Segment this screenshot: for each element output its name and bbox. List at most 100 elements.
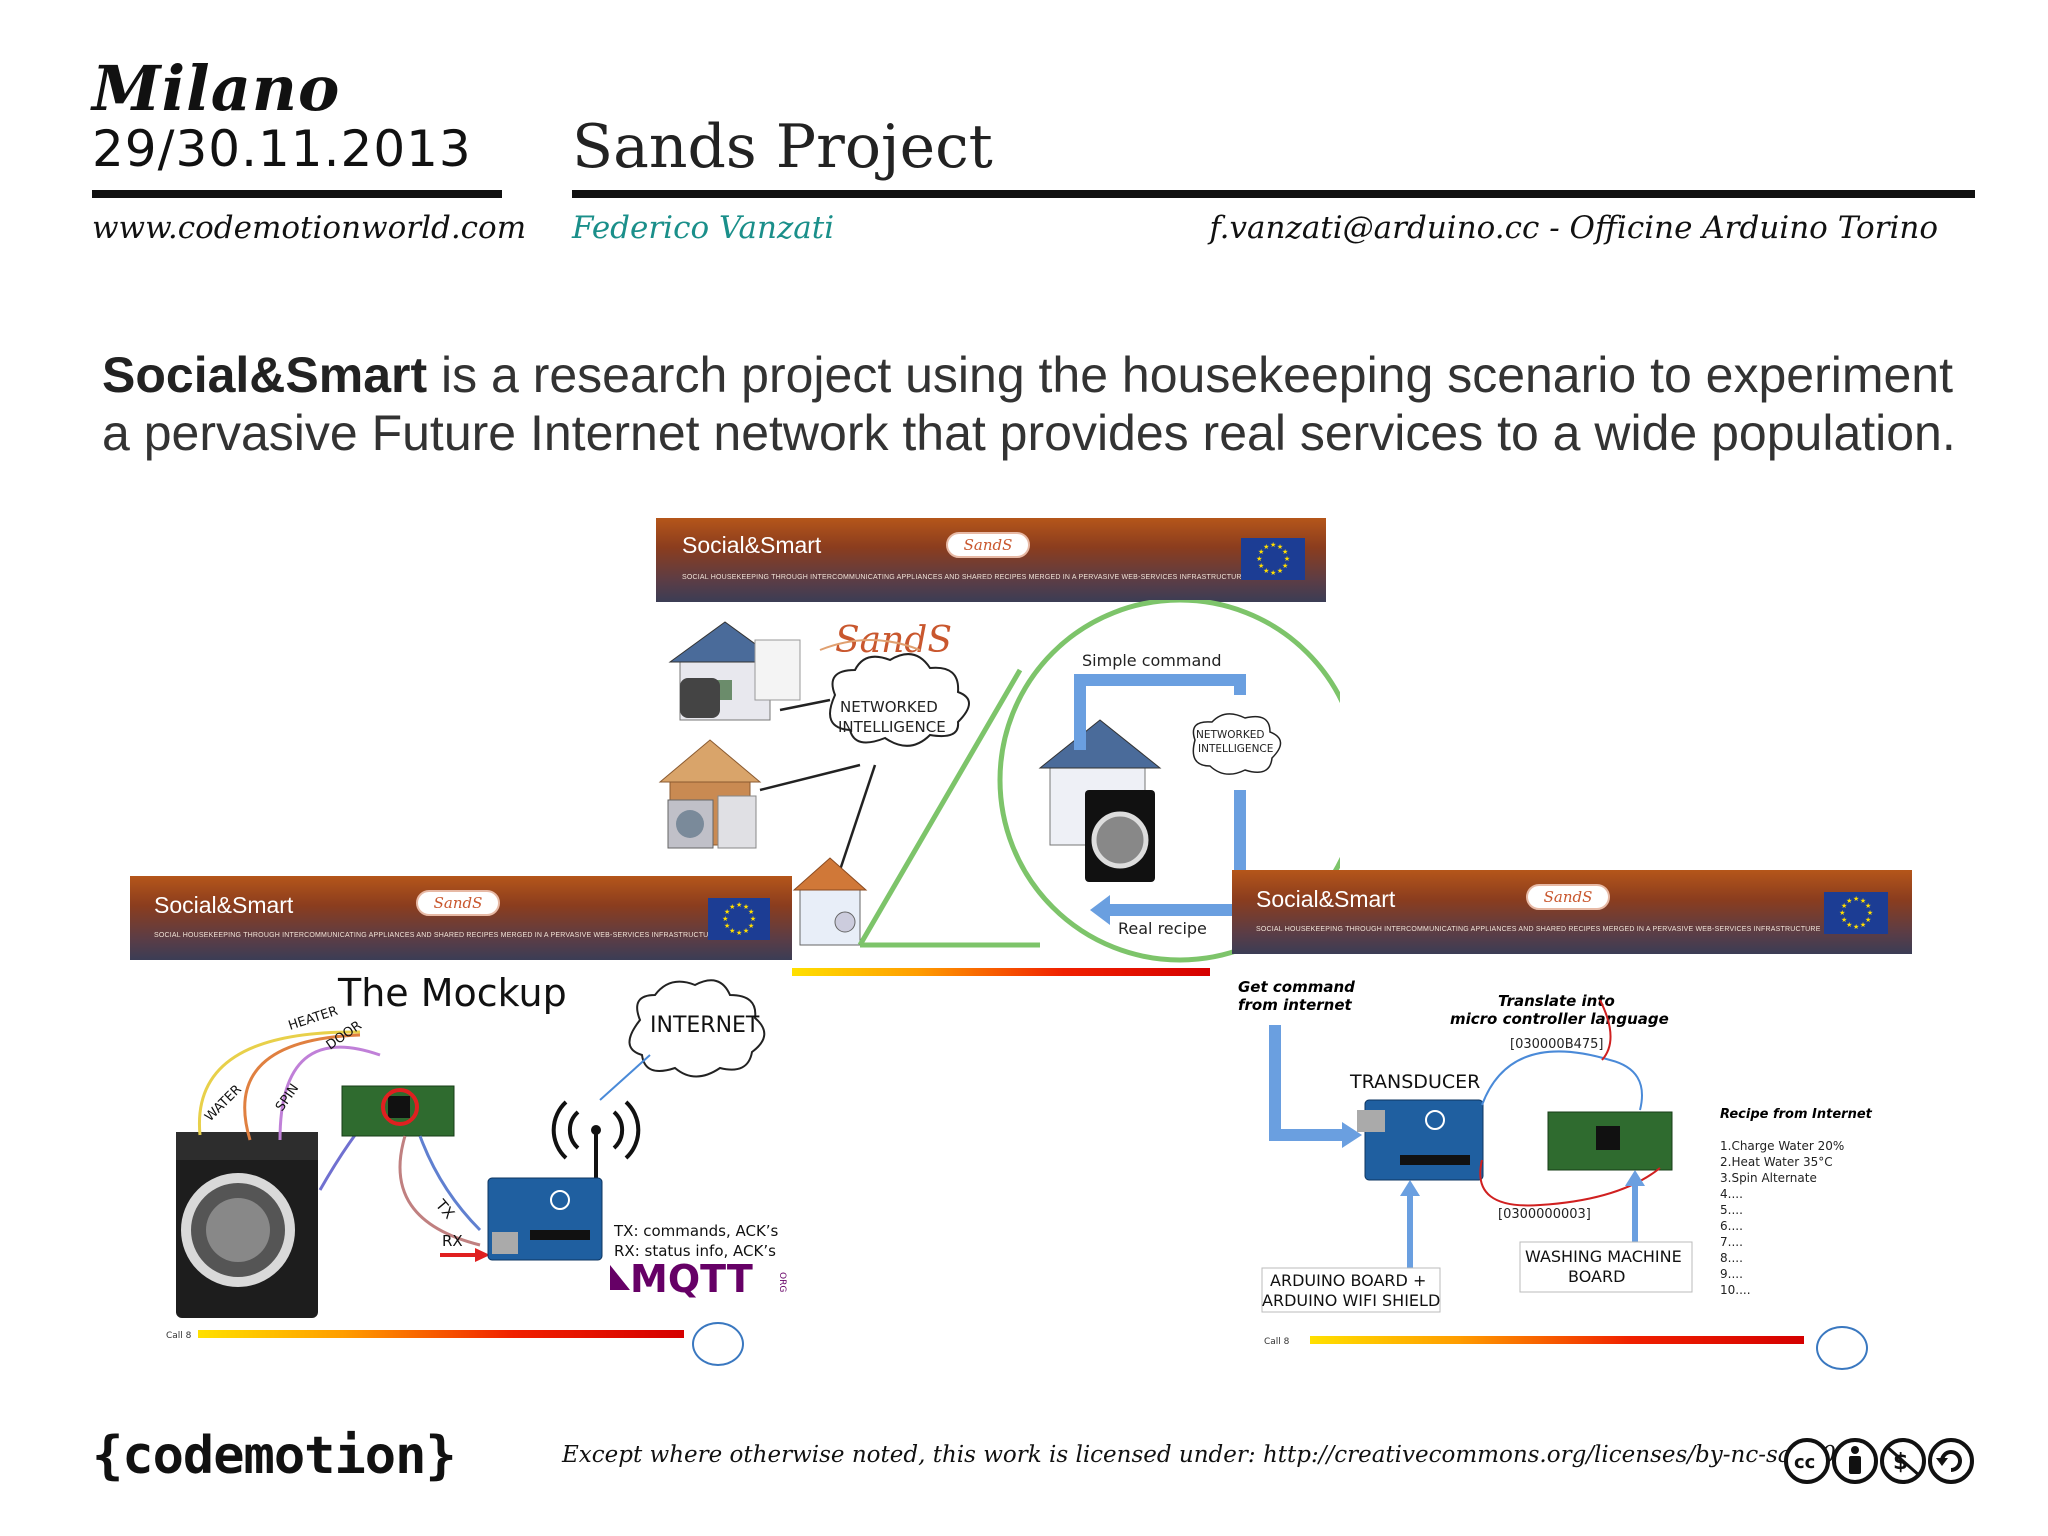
banner-subtitle-right: SOCIAL HOUSEKEEPING THROUGH INTERCOMMUNI… xyxy=(1256,926,1821,933)
eu-star-icon: ★ xyxy=(1283,555,1291,563)
lead-text: is a research project using the housekee… xyxy=(102,347,1956,461)
eu-star-icon: ★ xyxy=(1853,895,1860,904)
author-contact: f.vanzati@arduino.cc - Officine Arduino … xyxy=(1209,210,1938,246)
networked-intelligence-cloud: NETWORKED INTELLIGENCE xyxy=(829,653,970,747)
eu-star-icon: ★ xyxy=(748,908,755,917)
eu-star-icon: ★ xyxy=(1270,568,1277,577)
arduino-board-box xyxy=(1261,1267,1441,1313)
cloud-big-line1: NETWORKED xyxy=(840,698,938,716)
eu-star-icon: ★ xyxy=(1282,548,1289,557)
center-gradient-bar xyxy=(792,968,1210,976)
eu-star-icon: ★ xyxy=(1276,542,1284,551)
event-date: 29/30.11.2013 xyxy=(92,120,472,178)
eu-star-icon: ★ xyxy=(749,915,757,923)
banner-left: Social&Smart SandS SOCIAL HOUSEKEEPING T… xyxy=(130,876,792,960)
transducer-label: TRANSDUCER xyxy=(1349,1071,1480,1093)
eu-flag-icon: ★★★★★★★★★★★★ xyxy=(1241,538,1305,580)
real-recipe-label: Real recipe xyxy=(1118,919,1207,938)
rx-label: RX xyxy=(442,1232,463,1250)
wire-label-water: WATER xyxy=(202,1082,245,1125)
washing-board-box xyxy=(1519,1241,1693,1293)
cloud-small-line2: INTELLIGENCE xyxy=(1198,743,1273,755)
header-rule-left xyxy=(92,190,502,198)
arrow-cloud-house xyxy=(838,764,877,871)
header-rule-right xyxy=(572,190,1975,198)
recipe-item: 7.... xyxy=(1720,1235,1743,1249)
recipe-list: 1.Charge Water 20% 2.Heat Water 35°C 3.S… xyxy=(1720,1139,1844,1297)
right-gradient-bar xyxy=(1310,1336,1804,1344)
recipe-item: 9.... xyxy=(1720,1267,1743,1281)
recipe-item: 8.... xyxy=(1720,1251,1743,1265)
cloud-small-line1: NETWORKED xyxy=(1196,729,1264,741)
washer-control-board xyxy=(341,1085,455,1137)
arduino-board-icon xyxy=(487,1177,603,1261)
svg-text:cc: cc xyxy=(1794,1452,1815,1473)
hex-command-2: [0300000003] xyxy=(1498,1207,1591,1222)
eu-star-icon: ★ xyxy=(722,915,729,923)
eu-star-icon: ★ xyxy=(1840,902,1848,911)
cc-icon: cc xyxy=(1784,1438,1830,1484)
command-arrow xyxy=(1269,1025,1345,1141)
attribution-icon xyxy=(1832,1438,1878,1484)
call-label-left: Call 8 xyxy=(166,1331,192,1341)
eu-star-icon: ★ xyxy=(729,927,736,935)
mqtt-org: ORG xyxy=(777,1272,787,1292)
eu-star-icon: ★ xyxy=(1846,921,1853,929)
recipe-item: 6.... xyxy=(1720,1219,1743,1233)
eu-star-icon: ★ xyxy=(723,908,731,917)
website-link[interactable]: www.codemotionworld.com xyxy=(92,210,527,246)
lead-paragraph: Social&Smart is a research project using… xyxy=(102,346,1962,462)
arrow-washer-cloud xyxy=(759,763,861,792)
sands-logo-left: SandS xyxy=(416,890,500,916)
eu-star-icon: ★ xyxy=(1865,915,1872,924)
eu-star-icon: ★ xyxy=(1839,909,1846,917)
fp7-logo-left xyxy=(692,1322,744,1366)
washing-board-line2: BOARD xyxy=(1568,1267,1625,1286)
arrow-house-cloud xyxy=(779,698,831,712)
banner-subtitle-left: SOCIAL HOUSEKEEPING THROUGH INTERCOMMUNI… xyxy=(154,932,719,939)
translate-line1: Translate into xyxy=(1498,992,1615,1010)
eu-star-icon: ★ xyxy=(736,901,743,910)
eu-flag-icon-left: ★★★★★★★★★★★★ xyxy=(708,898,770,940)
get-command-line2: from internet xyxy=(1238,996,1352,1014)
translate-line2: micro controller language xyxy=(1450,1010,1669,1028)
cc-license-icons: cc $ xyxy=(1782,1436,1982,1486)
eu-star-icon: ★ xyxy=(729,902,736,911)
eu-star-icon: ★ xyxy=(1270,541,1277,550)
eu-star-icon: ★ xyxy=(1840,915,1848,924)
eu-star-icon: ★ xyxy=(1859,921,1867,929)
fp7-logo-right xyxy=(1816,1326,1868,1370)
eu-star-icon: ★ xyxy=(1263,567,1270,575)
mqtt-text: MQTT xyxy=(630,1257,753,1301)
tx-description: TX: commands, ACK’s xyxy=(613,1222,779,1240)
eu-star-icon: ★ xyxy=(1263,542,1270,551)
banner-right: Social&Smart SandS SOCIAL HOUSEKEEPING T… xyxy=(1232,870,1912,954)
author-name: Federico Vanzati xyxy=(572,210,835,246)
sands-logo-right: SandS xyxy=(1526,884,1610,910)
banner-top: Social&Smart SandS SOCIAL HOUSEKEEPING T… xyxy=(656,518,1326,602)
small-house-icon xyxy=(792,857,868,946)
mockup-title: The Mockup xyxy=(337,971,567,1015)
wire-label-spin: SPIN xyxy=(273,1081,302,1114)
license-notice: Except where otherwise noted, this work … xyxy=(562,1442,1844,1468)
banner-title: Social&Smart xyxy=(682,532,822,558)
washing-board-icon xyxy=(1547,1111,1673,1171)
get-command-line1: Get command xyxy=(1238,978,1355,996)
recipe-item: 10.... xyxy=(1720,1283,1751,1297)
eu-star-icon: ★ xyxy=(1282,561,1289,570)
washing-machine-icon xyxy=(176,1132,318,1318)
lead-bold: Social&Smart xyxy=(102,347,428,403)
eu-flag-icon-right: ★★★★★★★★★★★★ xyxy=(1824,892,1888,934)
eu-star-icon: ★ xyxy=(1865,902,1872,911)
sharealike-icon xyxy=(1928,1438,1974,1484)
cloud-big-line2: INTELLIGENCE xyxy=(838,718,946,736)
recipe-title: Recipe from Internet xyxy=(1720,1107,1873,1122)
arduino-board-line1: ARDUINO BOARD + xyxy=(1270,1271,1426,1290)
city-title: Milano xyxy=(92,52,341,125)
eu-star-icon: ★ xyxy=(1866,909,1874,917)
washing-board-line1: WASHING MACHINE xyxy=(1525,1247,1682,1266)
eu-star-icon: ★ xyxy=(1257,561,1265,570)
noncommercial-icon: $ xyxy=(1880,1438,1926,1484)
internet-label: INTERNET xyxy=(650,1013,760,1038)
zoom-circle xyxy=(997,600,1340,963)
